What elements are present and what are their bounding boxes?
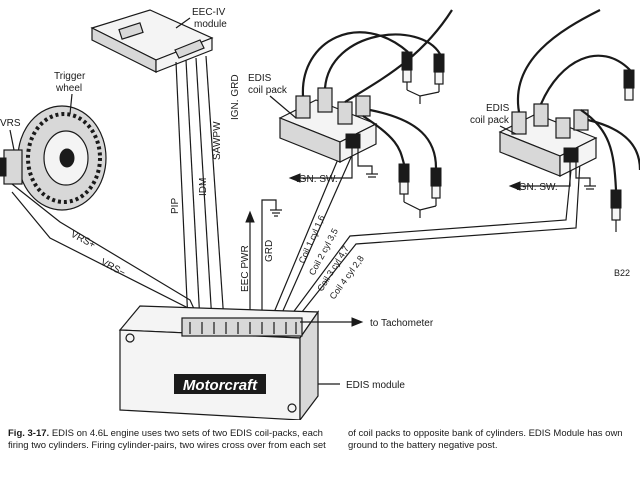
grd-wire (261, 199, 277, 322)
edis-coil-left-label-2: coil pack (248, 85, 288, 96)
coil-right-ground-wire (575, 162, 591, 186)
pip-wire (175, 61, 189, 323)
pip-label: PIP (170, 198, 181, 214)
spark-plug-left-top-2 (433, 53, 445, 92)
ign-grd-wire (205, 55, 225, 323)
vrs-plus-label: VRS+ (69, 229, 98, 251)
spark-plug-right-top (623, 69, 635, 101)
edis-coil-right-leader (499, 125, 517, 135)
ign-sw-left-wire (300, 148, 353, 179)
trigger-wheel (17, 105, 107, 211)
edis-coil-right-label-2: coil pack (470, 115, 510, 126)
eec-leader (175, 17, 191, 29)
plug-wire-right-1 (516, 9, 601, 113)
plug-wire-right-3 (580, 109, 618, 191)
spark-plug-left-bottom-2 (430, 167, 442, 206)
plug-wire-left-3 (344, 9, 453, 103)
plug-wire-left-2 (323, 33, 441, 89)
spark-plug-left-bottom-1 (398, 163, 410, 202)
coil2-wire (277, 145, 357, 323)
vrs-leader (9, 129, 15, 151)
edis-coil-pack-left (278, 87, 378, 163)
edis-module (118, 305, 320, 420)
spark-plug-right-bottom (610, 189, 622, 232)
eec-iv-module (90, 9, 214, 73)
sawpw-label: SAWPW (212, 121, 223, 160)
tach-label: to Tachometer (370, 318, 434, 329)
caption-right: of coil packs to opposite bank of cylind… (348, 428, 632, 452)
caption-left-text: EDIS on 4.6L engine uses two sets of two… (8, 428, 326, 451)
ign-sw-right-wire (520, 162, 571, 187)
figure-number: Fig. 3-17. (8, 428, 50, 439)
ign-sw-right-arrow (508, 181, 521, 191)
plug-wire-right-2 (539, 54, 631, 105)
plug-ground-left-bottom (403, 201, 437, 211)
ign-sw-left-label: IGN. SW. (296, 174, 338, 185)
plug-ground-left-top (406, 89, 440, 97)
coil-left-ground-wire (357, 148, 373, 174)
ign-grd-label: IGN. GRD (230, 74, 241, 120)
edis-module-label: EDIS module (346, 380, 405, 391)
trigger-label: Trigger (54, 71, 86, 82)
plug-wire-left-5 (369, 108, 438, 169)
figure-ref: B22 (614, 268, 630, 278)
edis-coil-left-label-1: EDIS (248, 73, 272, 84)
sawpw-wire (195, 57, 213, 323)
vrs-sensor (0, 149, 23, 185)
eec-iv-label: EEC-IV (192, 7, 226, 18)
motorcraft-logo: Motorcraft (183, 377, 258, 394)
ign-sw-left-arrow (288, 173, 301, 183)
idm-label: IDM (198, 178, 209, 196)
eec-module-label: module (194, 19, 227, 30)
vrs-label: VRS (0, 118, 21, 129)
grd-label: GRD (264, 240, 275, 262)
idm-wire (185, 59, 201, 323)
coil4-wire (293, 161, 581, 323)
spark-plug-left-top-1 (401, 51, 413, 90)
eec-pwr-arrow (245, 210, 255, 223)
edis-coil-left-leader (269, 95, 297, 119)
ign-sw-right-label: IGN. SW. (516, 182, 558, 193)
plug-wire-left-1 (301, 31, 409, 97)
edis-coil-right-label-1: EDIS (486, 103, 510, 114)
trigger-wheel-label: wheel (55, 83, 82, 94)
coil3-wire (285, 159, 573, 323)
trigger-leader (69, 93, 73, 115)
eec-pwr-label: EEC PWR (240, 245, 251, 292)
caption-right-text: of coil packs to opposite bank of cylind… (348, 428, 623, 451)
edis-coil-pack-right (498, 103, 598, 177)
tach-arrow (351, 317, 364, 327)
coil1-wire (269, 139, 347, 323)
caption-left: Fig. 3-17. EDIS on 4.6L engine uses two … (8, 428, 338, 452)
edis-wiring-diagram: EEC-IV module Trigger wheel VRS VRS+ VRS… (0, 7, 640, 420)
plug-wire-left-4 (362, 115, 406, 165)
